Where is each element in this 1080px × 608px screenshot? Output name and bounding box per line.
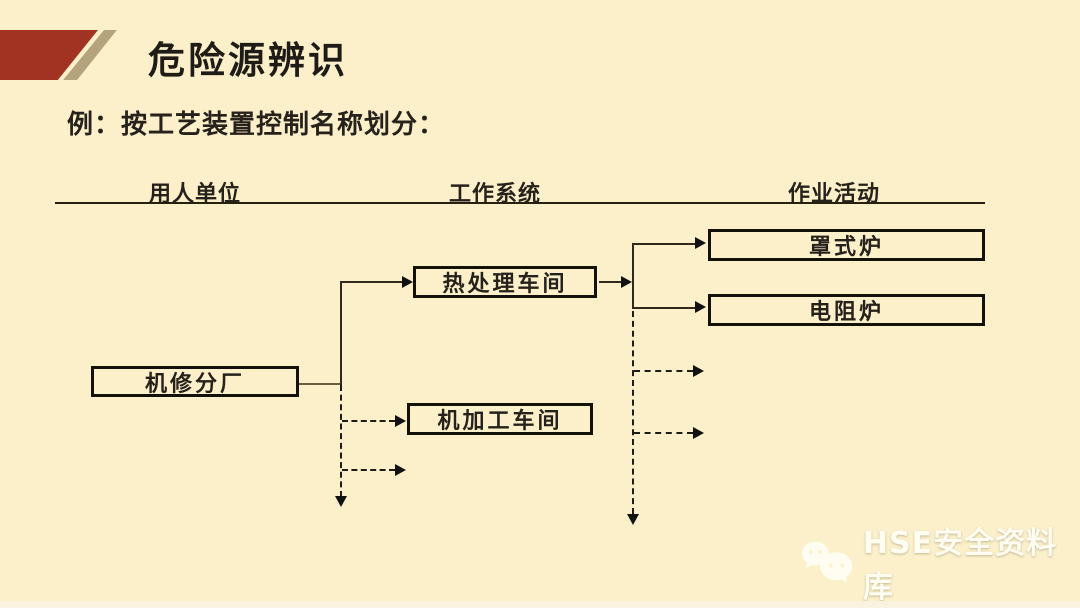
arrowhead-to-bell-furnace [695, 237, 706, 249]
dashed-edge-right-unlabeled-2 [634, 432, 693, 434]
arrowhead-to-heat-treatment [402, 276, 413, 288]
edge-employer-to-junction [299, 383, 341, 385]
watermark: HSE安全资料库 [800, 526, 1080, 605]
node-heat-treatment-workshop: 热处理车间 [413, 266, 597, 298]
page-title: 危险源辨识 [148, 39, 348, 82]
node-machining-workshop: 机加工车间 [407, 403, 593, 435]
edge-heat-treatment-to-junction [599, 281, 623, 283]
dashed-left-vertical [340, 385, 342, 497]
node-bell-furnace: 罩式炉 [708, 229, 985, 261]
arrowhead-right-unlabeled-1 [693, 365, 704, 377]
arrowhead-right-vertical-down [627, 514, 639, 525]
edge-to-heat-treatment [342, 281, 404, 283]
edge-left-junction-vertical [340, 281, 342, 385]
node-resistance-furnace: 电阻炉 [708, 294, 985, 326]
dashed-edge-to-machining [342, 420, 395, 422]
arrowhead-to-right-junction [621, 276, 632, 288]
wechat-icon [801, 541, 853, 583]
node-employer: 机修分厂 [91, 366, 299, 397]
bottom-edge-strip [0, 601, 1080, 608]
slide-subtitle: 例：按工艺装置控制名称划分： [67, 110, 446, 140]
dashed-edge-left-unlabeled [342, 469, 395, 471]
dashed-right-vertical [632, 311, 634, 514]
dashed-edge-right-unlabeled-1 [634, 370, 693, 372]
arrowhead-left-vertical-down [335, 496, 347, 507]
watermark-text: HSE安全资料库 [862, 526, 1058, 605]
header-accent-red-parallelogram [0, 30, 98, 80]
arrowhead-to-machining [395, 415, 406, 427]
arrowhead-to-resistance-furnace [695, 301, 706, 313]
edge-to-bell-furnace [634, 243, 695, 245]
column-header-underline [55, 202, 985, 204]
edge-to-resistance-furnace [634, 307, 695, 309]
arrowhead-right-unlabeled-2 [693, 427, 704, 439]
arrowhead-left-unlabeled [395, 464, 406, 476]
edge-right-junction-vertical [632, 243, 634, 309]
